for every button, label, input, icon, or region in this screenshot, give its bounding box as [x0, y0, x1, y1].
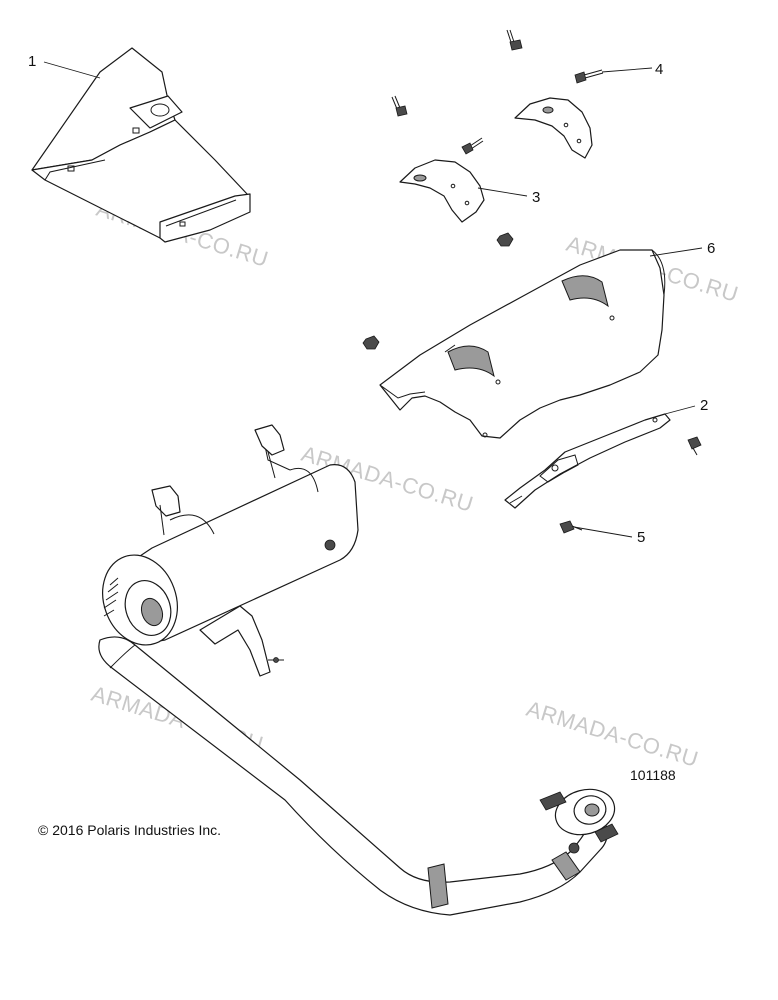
copyright-notice: © 2016 Polaris Industries Inc. — [38, 822, 221, 838]
callout-6: 6 — [707, 240, 715, 257]
callout-5: 5 — [637, 529, 645, 546]
part-1-heat-shield — [31, 47, 251, 243]
nut-left — [362, 335, 380, 350]
bolt-top — [506, 29, 523, 51]
part-3-small-shield-right — [514, 97, 593, 159]
callout-1: 1 — [28, 53, 36, 70]
part-2-mounting-bracket — [504, 413, 671, 509]
bolt-left — [391, 95, 408, 117]
part-3-small-shield-left — [399, 159, 485, 223]
watermark: ARMADA-CO.RU — [524, 696, 702, 772]
bolt-right — [687, 436, 702, 456]
part-6-large-heat-shield — [379, 249, 666, 439]
callout-2: 2 — [700, 397, 708, 414]
diagram-number: 101188 — [630, 767, 676, 783]
muffler-assembly — [98, 424, 619, 916]
nut-upper — [496, 232, 514, 247]
callout-4: 4 — [655, 61, 663, 78]
part-4-screw — [574, 69, 604, 84]
part-5-bolt — [559, 520, 583, 534]
screw-middle — [461, 137, 484, 155]
callout-3: 3 — [532, 189, 540, 206]
callout-leaders — [43, 61, 703, 538]
